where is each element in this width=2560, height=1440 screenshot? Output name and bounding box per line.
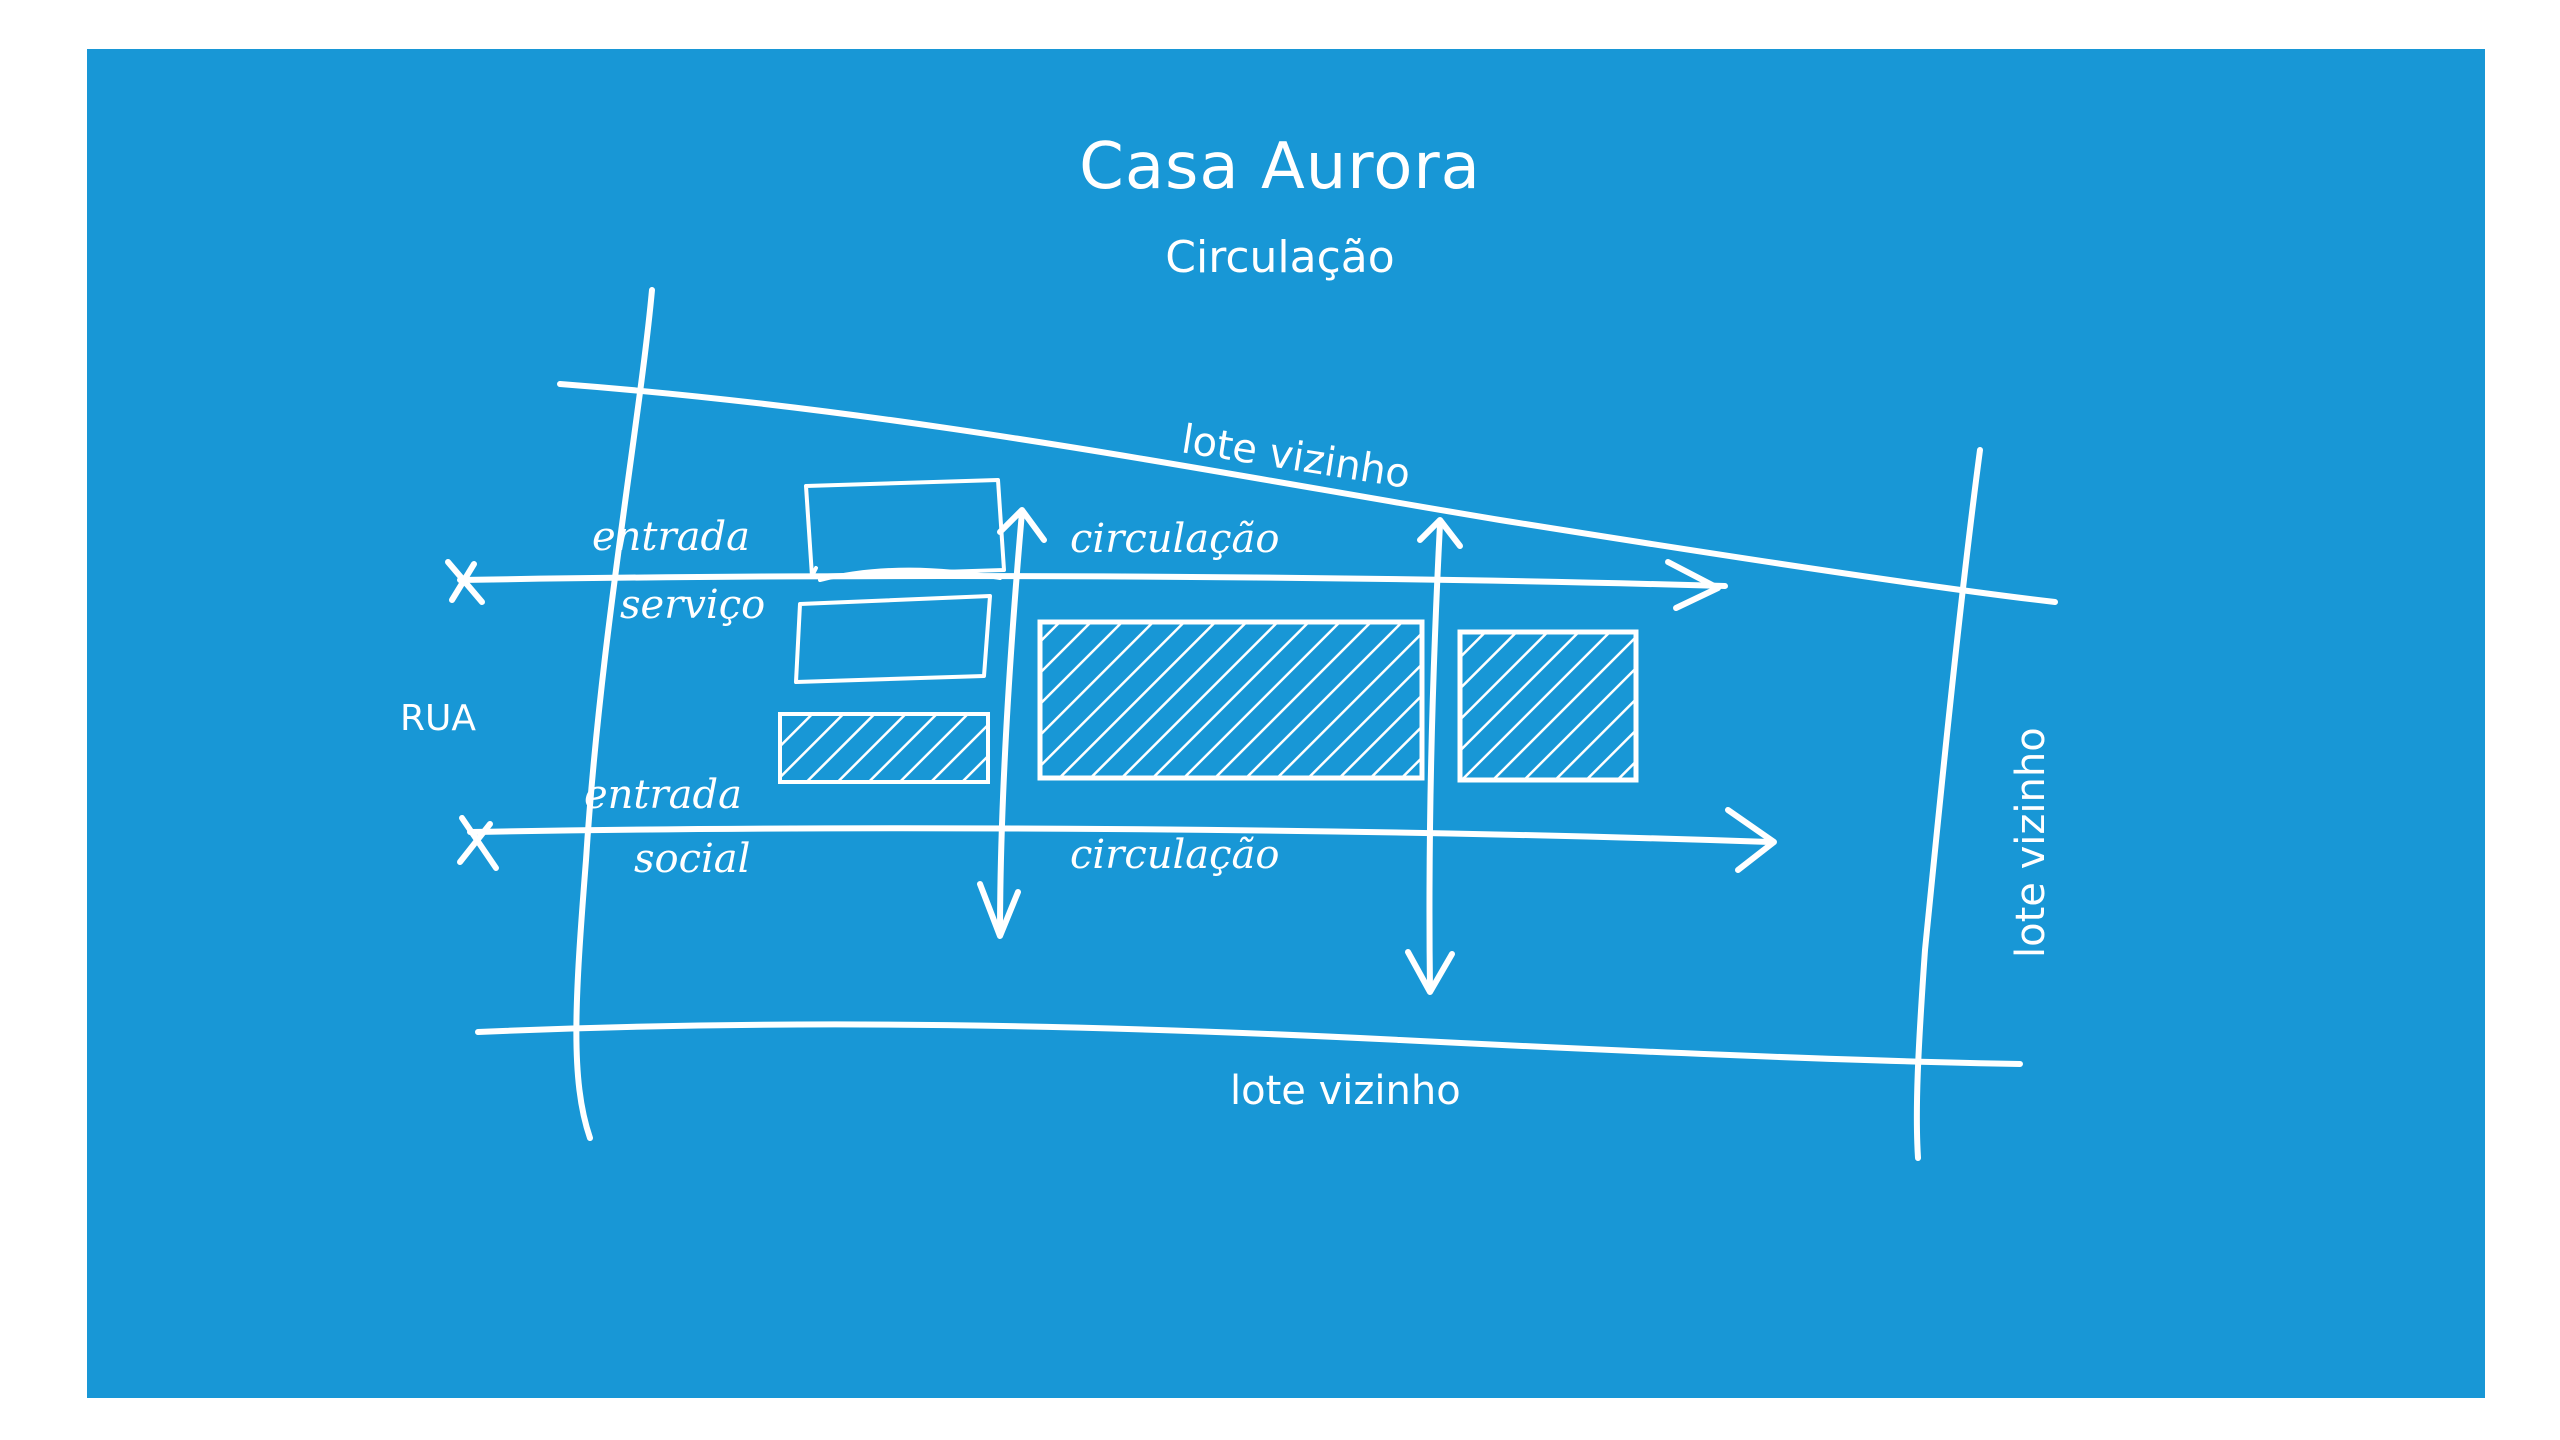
top-boundary-line [557,381,2058,605]
neighbor-lot-bottom-label: lote vizinho [1230,1068,1461,1114]
right-boundary-line [1913,447,1983,1161]
circulation-bottom-label: circulação [1070,832,1279,878]
street-boundary-line [573,287,655,1141]
street-label: RUA [400,698,476,739]
circulation-top-label: circulação [1070,516,1279,562]
hatched-volume-main [1037,619,1425,781]
service-entry-label-line2: serviço [620,582,765,628]
bottom-boundary-line [475,1021,2023,1067]
circulation-arrow-social [457,807,1777,873]
diagram-title: Casa Aurora [1079,130,1481,204]
service-entry-label-line1: entrada [592,514,750,560]
hatched-volume-right [1457,629,1639,783]
vertical-circulation-arrow-left [977,507,1047,939]
service-block-upper [804,478,1006,578]
service-block-lower [794,594,992,684]
neighbor-lot-right-label: lote vizinho [2008,727,2054,958]
vertical-circulation-arrow-right [1405,517,1463,995]
social-entry-label-line2: social [634,836,750,882]
social-entry-label-line1: entrada [584,772,742,818]
circulation-arrow-service [445,559,1728,611]
hatched-volume-small [778,712,990,784]
diagram-subtitle: Circulação [1165,232,1395,283]
